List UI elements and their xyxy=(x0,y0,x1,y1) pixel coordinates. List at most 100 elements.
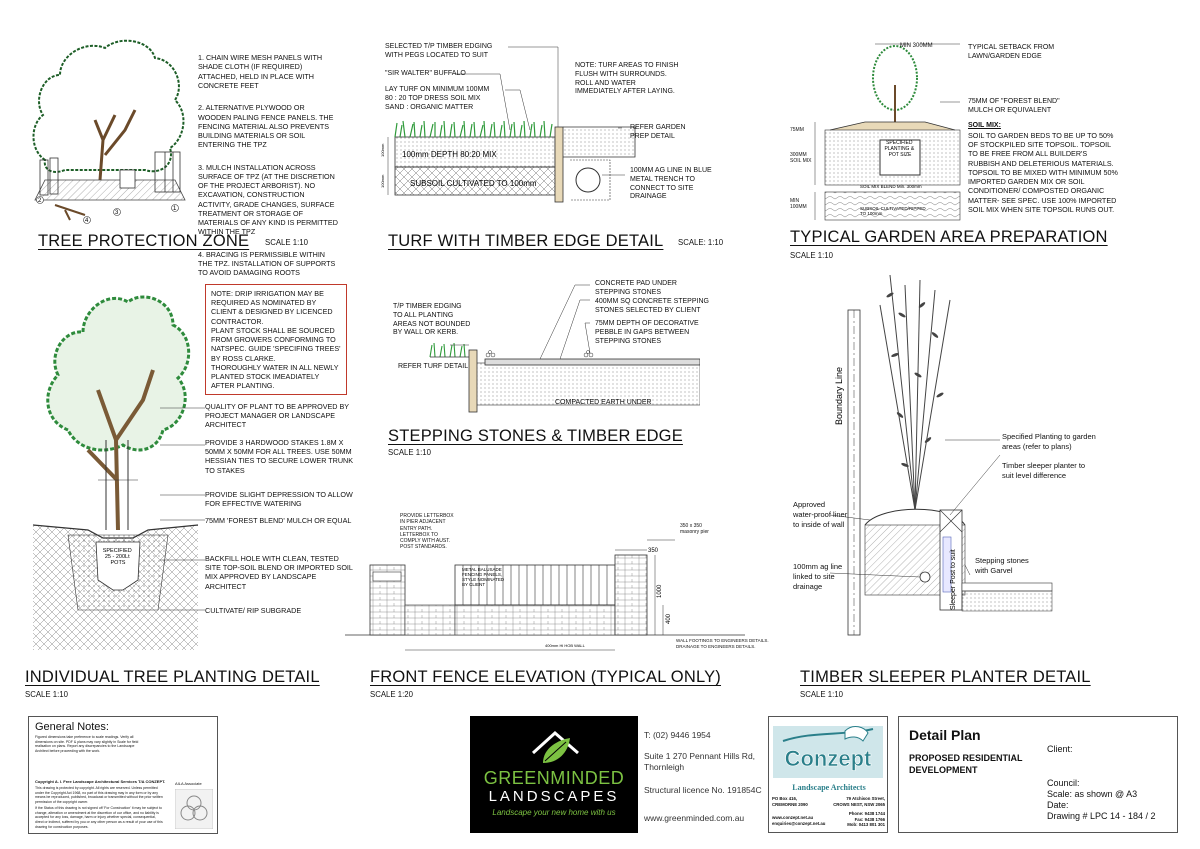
stepping-earth-label: COMPACTED EARTH UNDER xyxy=(555,399,652,406)
conzept-web: www.conzept.net.au enquiries@conzept.net… xyxy=(772,815,826,826)
tree-label-subgrade: CULTIVATE/ RIP SUBGRADE xyxy=(205,606,302,615)
stepping-title: STEPPING STONES & TIMBER EDGE xyxy=(388,427,683,445)
turf-refer-label: REFER GARDEN PREP DETAIL xyxy=(630,124,686,140)
garden-soil-heading: SOIL MIX: xyxy=(968,122,1001,129)
tree-planting-drawing: SPECIFIED 25 - 200Lt POTS xyxy=(32,295,199,650)
tree-planting-note: NOTE: DRIP IRRIGATION MAY BE REQUIRED AS… xyxy=(205,284,347,396)
balustrade-l2: FENCING PANELS, xyxy=(462,572,502,577)
title-block-project: PROPOSED RESIDENTIAL DEVELOPMENT xyxy=(909,753,1023,775)
conzept-phone: Phone: 9438 1744 Fax: 9438 1766 Mob: 041… xyxy=(847,811,885,828)
garden-dim-300: 300mm SOIL MIX xyxy=(790,152,812,165)
fence-footings-label: WALL FOOTINGS TO ENGINEERS DETAILS. DRAI… xyxy=(676,638,769,649)
greenminded-address: Suite 1 270 Pennant Hills Rd, Thornleigh xyxy=(644,751,756,773)
bamboo-leaves xyxy=(886,292,944,467)
turf-buffalo-label: "SIR WALTER" BUFFALO xyxy=(385,70,466,77)
turf-mix-label: 100mm DEPTH 80:20 MIX xyxy=(402,150,497,159)
sleeper-ag-line xyxy=(919,571,931,583)
turf-dim-a: 100mm xyxy=(380,143,385,157)
ag-line-pipe xyxy=(575,167,601,193)
pebbles xyxy=(485,350,594,358)
hob-wall-left xyxy=(404,604,456,636)
title-block-client: Client: xyxy=(1047,744,1073,754)
conzept-subtitle: Landscape Architects xyxy=(792,783,866,792)
greenminded-phone: T: (02) 9446 1954 xyxy=(644,730,711,740)
sleeper-leaders xyxy=(829,439,1001,578)
general-notes-line1: Figured dimensions take preference to sc… xyxy=(35,735,139,753)
tpz-notes: 1. CHAIN WIRE MESH PANELS WITH SHADE CLO… xyxy=(198,44,338,286)
tree-pot-l3: POTS xyxy=(111,560,126,566)
garden-subsoil-l1: SUBSOIL CULTIVATED/RIPPED xyxy=(860,206,926,211)
house-leaf-icon xyxy=(531,730,579,763)
tree-trunk xyxy=(86,369,155,531)
subsoil-layer xyxy=(824,191,961,221)
fence-dimensions xyxy=(405,539,675,651)
planting-pot xyxy=(879,139,921,176)
callout-4: 4 xyxy=(85,218,89,224)
turf-edging-label: SELECTED T/P TIMBER EDGING WITH PEGS LOC… xyxy=(385,43,493,59)
turf-subsoil-label: SUBSOIL CULTIVATED TO 100mm xyxy=(410,179,537,188)
tpz-title: TREE PROTECTION ZONE xyxy=(38,232,250,250)
garden-pot-l2: PLANTING & xyxy=(884,146,914,152)
turf-lay-label: LAY TURF ON MINIMUM 100mm 80 : 20 TOP DR… xyxy=(385,86,490,111)
garden-min300: MIN 300mm xyxy=(900,43,933,49)
hob-wall xyxy=(454,604,616,636)
svg-text:METAL BALUSADE FENCING P: METAL BALUSADE FENCING PANELS, STYLE NOM… xyxy=(462,567,505,587)
letterbox xyxy=(372,571,402,582)
fence-letterbox-label: PROVIDE LETTERBOX IN PIER ADJACENT ENTRY… xyxy=(400,513,454,551)
turf-title: TURF WITH TIMBER EDGE DETAIL xyxy=(388,232,664,250)
general-notes-line3: If the Status of this drawing is not sig… xyxy=(35,806,163,829)
stepping-leaders xyxy=(450,284,591,360)
turf-dim-b: 100mm xyxy=(380,174,385,188)
tree-roots xyxy=(54,204,86,221)
aila-logo xyxy=(175,789,213,829)
turf-scale: SCALE: 1:10 xyxy=(678,238,724,247)
balustrade-bars xyxy=(462,565,608,605)
conzept-street: 79 Atchison Street, CROWS NEST, NSW 2065 xyxy=(833,796,885,807)
greenminded-line1: GREENMINDED xyxy=(483,768,625,788)
turf-subsoil-layer xyxy=(394,166,556,196)
tree-planting-leaders xyxy=(160,407,205,611)
greenminded-licence: Structural licence No. 191854C xyxy=(644,785,762,796)
title-block-heading: Detail Plan xyxy=(909,727,981,743)
garden-subsoil-l2: TO 100mm xyxy=(860,211,883,216)
turf-leader-lines xyxy=(455,46,625,176)
greenminded-line2: LANDSCAPES xyxy=(488,788,620,805)
conzept-box: Conzept Landscape Architects PO Box 416,… xyxy=(768,716,888,833)
fence-pier-label: 350 x 350 masonry pier xyxy=(680,523,709,536)
general-notes-box: General Notes: Figured dimensions take p… xyxy=(28,716,218,834)
aila-label: AILA Associate xyxy=(175,781,202,786)
tree-pot xyxy=(95,541,141,591)
garden-blend-label: SOIL MIX BLEND Min. 300mm xyxy=(860,184,922,189)
garden-title: TYPICAL GARDEN AREA PREPARATION xyxy=(790,228,1108,246)
fence-scale: SCALE 1:20 xyxy=(370,690,413,699)
sleeper-title: TIMBER SLEEPER PLANTER DETAIL xyxy=(800,668,1091,686)
garden-pot-l1: SPECIFIED xyxy=(886,140,913,146)
fence-dim-350: 350 xyxy=(648,548,659,554)
garden-scale: SCALE 1:10 xyxy=(790,251,833,260)
tree-label-mulch: 75mm 'FOREST BLEND' MULCH OR EQUAL xyxy=(205,516,352,525)
conzept-logo: Conzept xyxy=(773,726,883,778)
title-block-date: Date: xyxy=(1047,800,1069,810)
tpz-note-4: 4. BRACING IS PERMISSIBLE WITHIN THE TPZ… xyxy=(198,249,336,278)
sleeper-stepping-stones xyxy=(961,582,1053,592)
general-notes-heading: General Notes: xyxy=(35,721,109,733)
greenminded-web: www.greenminded.com.au xyxy=(644,813,745,824)
svg-text:SPECIFIED 25 - 200Lt: SPECIFIED 25 - 200Lt POTS xyxy=(103,548,134,566)
conzept-name: Conzept xyxy=(785,746,872,771)
fence-drawing: 350 1000 400 METAL BALUSADE FENCING PANE… xyxy=(345,539,745,651)
compacted-earth xyxy=(474,362,700,406)
stepping-scale: SCALE 1:10 xyxy=(388,448,431,457)
title-block-scale: Scale: as shown @ A3 xyxy=(1047,789,1138,799)
tpz-note-2: 2. ALTERNATIVE PLYWOOD OR WOODEN PALING … xyxy=(198,103,334,150)
turf-drawing: 100mm 100mm 100mm DEPTH 80:20 MIX SUBSOI… xyxy=(380,46,636,203)
greenminded-contact: T: (02) 9446 1954 Suite 1 270 Pennant Hi… xyxy=(644,716,764,833)
svg-text:SUBSOIL CULTIVATED/RIPPED: SUBSOIL CULTIVATED/RIPPED TO 100mm xyxy=(860,206,927,216)
stepping-pebble-label: 75mm DEPTH OF DECORATIVE PEBBLE IN GAPS … xyxy=(595,320,699,345)
sleeper-post-label: Sleeper Post to suit xyxy=(950,549,957,610)
garden-mulch: 75mm OF "FOREST BLEND" MULCH OR EQUIVALE… xyxy=(968,98,1060,114)
sleeper-planting-label: Specified Planting to garden areas (refe… xyxy=(1002,432,1096,451)
callout-2: 2 xyxy=(38,198,42,204)
stepping-grass xyxy=(429,342,466,358)
stepping-refer-label: REFER TURF DETAIL xyxy=(398,363,469,370)
tpz-scale: SCALE 1:10 xyxy=(265,238,308,247)
